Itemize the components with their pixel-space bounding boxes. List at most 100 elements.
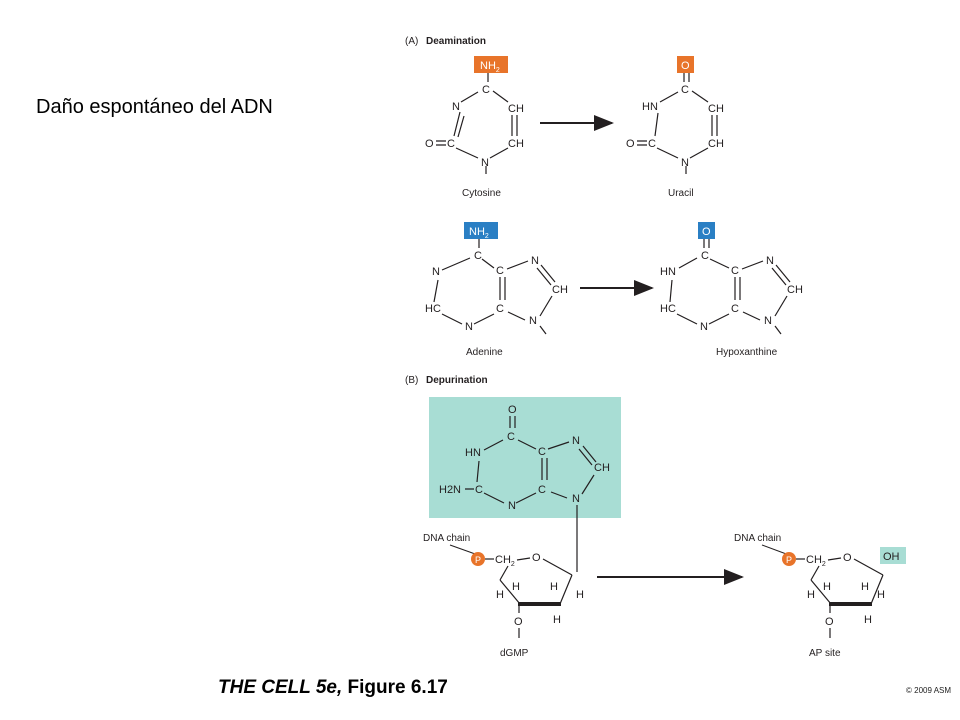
svg-text:HN: HN xyxy=(465,447,481,459)
uracil-structure: O C HN CH C CH N O Uracil xyxy=(626,56,724,199)
credit-figure: Figure 6.17 xyxy=(347,677,448,698)
svg-text:H: H xyxy=(512,581,520,593)
svg-text:O: O xyxy=(425,138,434,150)
hypoxanthine-oxo-highlight xyxy=(698,222,715,239)
svg-text:C: C xyxy=(496,303,504,315)
svg-text:HC: HC xyxy=(425,303,441,315)
svg-text:CH: CH xyxy=(787,284,803,296)
svg-text:N: N xyxy=(531,255,539,267)
svg-text:O: O xyxy=(626,138,635,150)
cytosine-structure: NH2 C N CH C CH N O Cytosine xyxy=(425,56,524,199)
svg-text:C: C xyxy=(496,265,504,277)
svg-text:Cytosine: Cytosine xyxy=(462,188,501,199)
hypoxanthine-structure: O C HN HC N C C N CH N Hypoxanthine xyxy=(660,222,803,358)
svg-text:Deamination: Deamination xyxy=(426,36,486,47)
svg-text:P: P xyxy=(475,555,481,565)
svg-text:N: N xyxy=(700,321,708,333)
ap-site-structure: DNA chain P CH2 O OH H H H H H O AP site xyxy=(734,533,906,659)
svg-text:dGMP: dGMP xyxy=(500,648,529,659)
svg-text:O: O xyxy=(825,616,834,628)
svg-text:H: H xyxy=(576,589,584,601)
svg-text:H: H xyxy=(877,589,885,601)
svg-text:C: C xyxy=(538,484,546,496)
svg-text:O: O xyxy=(702,226,711,238)
credit-book: THE CELL 5e, xyxy=(218,677,343,698)
svg-text:H: H xyxy=(823,581,831,593)
dgmp-structure: DNA chain P CH2 O H H H H H O dGMP xyxy=(423,533,584,659)
svg-text:N: N xyxy=(452,101,460,113)
svg-text:N: N xyxy=(529,315,537,327)
svg-text:OH: OH xyxy=(883,551,900,563)
hydroxyl-highlight xyxy=(880,547,906,564)
svg-text:C: C xyxy=(474,250,482,262)
svg-text:AP site: AP site xyxy=(809,648,841,659)
svg-text:H: H xyxy=(496,589,504,601)
svg-text:H: H xyxy=(861,581,869,593)
copyright-notice: © 2009 ASM xyxy=(906,686,952,695)
svg-text:N: N xyxy=(572,435,580,447)
svg-text:N: N xyxy=(766,255,774,267)
svg-text:CH: CH xyxy=(508,138,524,150)
svg-text:N: N xyxy=(572,493,580,505)
svg-text:N: N xyxy=(432,266,440,278)
guanine-structure: O C HN C H2N N C C N CH N xyxy=(429,397,621,518)
svg-text:O: O xyxy=(532,552,541,564)
svg-text:N: N xyxy=(481,157,489,169)
svg-text:Adenine: Adenine xyxy=(466,347,503,358)
svg-text:N: N xyxy=(508,500,516,512)
svg-text:C: C xyxy=(731,303,739,315)
svg-text:HC: HC xyxy=(660,303,676,315)
slide-title: Daño espontáneo del ADN xyxy=(36,96,273,118)
svg-text:H: H xyxy=(553,614,561,626)
svg-text:Depurination: Depurination xyxy=(426,375,488,386)
svg-text:CH: CH xyxy=(508,103,524,115)
svg-text:Hypoxanthine: Hypoxanthine xyxy=(716,347,778,358)
adenine-amino-highlight xyxy=(464,222,498,239)
svg-text:C: C xyxy=(648,138,656,150)
svg-text:O: O xyxy=(843,552,852,564)
svg-text:C: C xyxy=(507,431,515,443)
svg-text:N: N xyxy=(465,321,473,333)
svg-text:DNA chain: DNA chain xyxy=(423,533,470,544)
svg-text:O: O xyxy=(508,404,517,416)
svg-text:(B): (B) xyxy=(405,375,418,386)
svg-text:Uracil: Uracil xyxy=(668,188,694,199)
section-b-header: (B) Depurination xyxy=(405,375,488,386)
cytosine-amino-highlight xyxy=(474,56,508,73)
ap-phosphate-icon xyxy=(782,552,796,566)
svg-text:O: O xyxy=(681,60,690,72)
svg-text:C: C xyxy=(701,250,709,262)
svg-text:C: C xyxy=(538,446,546,458)
uracil-oxo-highlight xyxy=(677,56,694,73)
svg-text:NH2: NH2 xyxy=(469,226,489,240)
svg-text:HN: HN xyxy=(642,101,658,113)
figure-credit: THE CELL 5e, Figure 6.17 xyxy=(218,677,448,699)
svg-text:O: O xyxy=(514,616,523,628)
svg-text:C: C xyxy=(475,484,483,496)
svg-text:H: H xyxy=(807,589,815,601)
svg-text:C: C xyxy=(447,138,455,150)
svg-text:C: C xyxy=(731,265,739,277)
svg-text:NH2: NH2 xyxy=(480,60,500,74)
svg-text:N: N xyxy=(681,157,689,169)
svg-text:P: P xyxy=(786,555,792,565)
svg-text:C: C xyxy=(681,84,689,96)
svg-text:CH: CH xyxy=(594,462,610,474)
svg-text:CH2: CH2 xyxy=(806,554,826,568)
svg-text:H2N: H2N xyxy=(439,484,461,496)
svg-text:CH: CH xyxy=(708,138,724,150)
svg-text:H: H xyxy=(864,614,872,626)
svg-text:(A): (A) xyxy=(405,36,418,47)
svg-text:CH2: CH2 xyxy=(495,554,515,568)
svg-text:CH: CH xyxy=(552,284,568,296)
svg-text:HN: HN xyxy=(660,266,676,278)
adenine-structure: NH2 C N HC N C C N CH N Adenine xyxy=(425,222,568,358)
section-a-header: (A) Deamination xyxy=(405,36,486,47)
svg-text:DNA chain: DNA chain xyxy=(734,533,781,544)
svg-text:C: C xyxy=(482,84,490,96)
svg-text:N: N xyxy=(764,315,772,327)
svg-text:CH: CH xyxy=(708,103,724,115)
svg-text:H: H xyxy=(550,581,558,593)
dgmp-phosphate-icon xyxy=(471,552,485,566)
